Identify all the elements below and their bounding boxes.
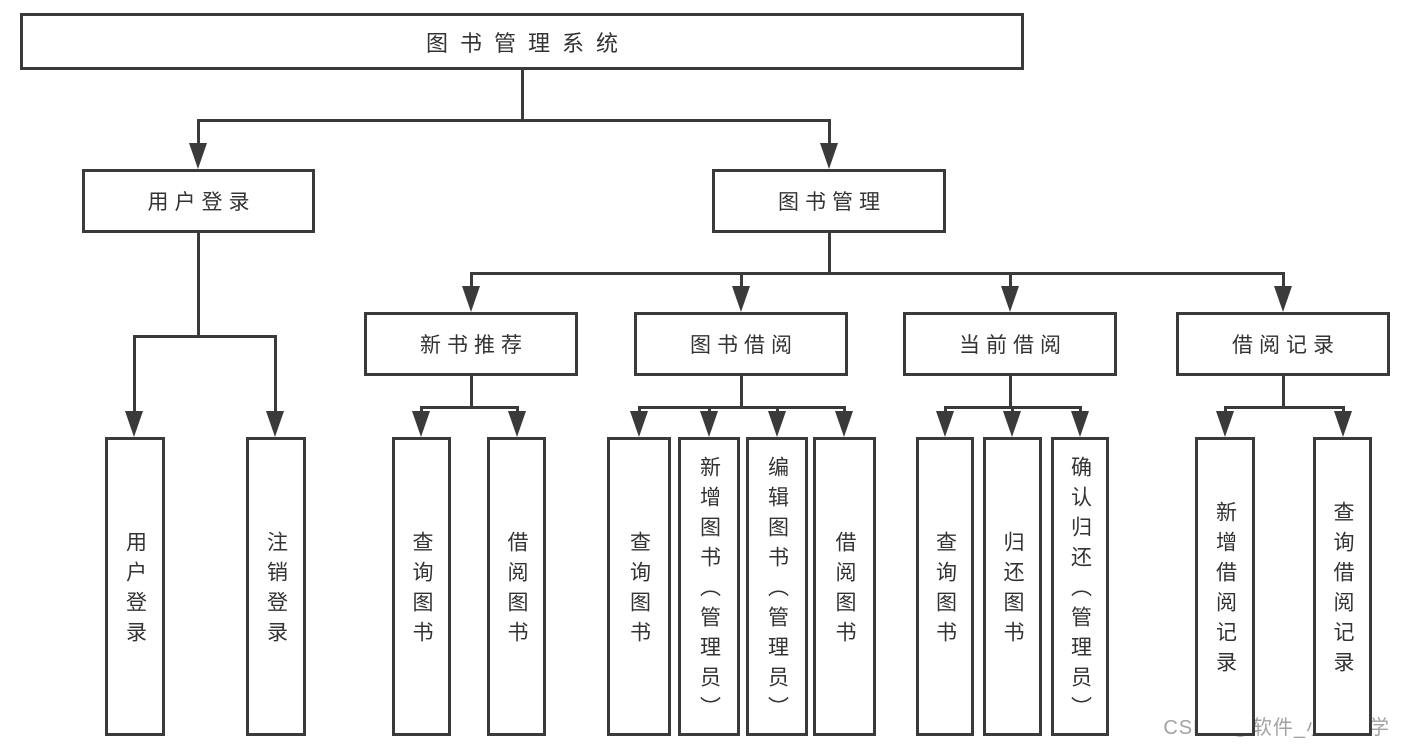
arrowhead-down-icon [508,411,526,437]
connector-drop [196,119,200,149]
connector-drop [739,272,743,292]
arrowhead-down-icon [835,411,853,437]
arrowhead-down-icon [936,411,954,437]
connector-drop [827,119,831,149]
node-label: 查询图书 [410,531,433,651]
node-current-borrow: 当前借阅 [903,312,1117,376]
node-label: 查询图书 [627,531,651,651]
arrowhead-down-icon [412,411,430,437]
node-label: 图书管理 [778,191,886,214]
arrowhead-down-icon [266,411,284,437]
connector-drop [1008,272,1012,292]
node-label: 用户登录 [123,531,147,651]
node-borrow-records: 借阅记录 [1176,312,1390,376]
node-v-bb-edit: 编辑图书（管理员） [746,437,808,736]
connector-drop [469,272,473,292]
node-v-bb-add: 新增图书（管理员） [678,437,740,736]
connector-stem [827,233,831,272]
arrowhead-down-icon [462,286,480,312]
node-label: 归还图书 [1001,531,1024,651]
node-book-mgmt: 图书管理 [712,169,946,233]
node-v-cb-confirm: 确认归还（管理员） [1051,437,1109,736]
node-v-bb-borrow: 借阅图书 [813,437,876,736]
arrowhead-down-icon [820,143,838,169]
connector-drop [132,335,136,417]
node-label: 新增图书（管理员） [697,456,721,726]
arrowhead-down-icon [1001,286,1019,312]
connector-bar [132,335,277,338]
node-label: 图书借阅 [690,334,798,357]
connector-bar [469,272,1285,275]
connector-bar [637,406,846,409]
arrowhead-down-icon [1334,411,1352,437]
node-book-borrow: 图书借阅 [634,312,848,376]
arrowhead-down-icon [1003,411,1021,437]
arrowhead-down-icon [189,143,207,169]
node-root: 图书管理系统 [20,13,1024,70]
connector-bar [1223,406,1345,409]
arrowhead-down-icon [1216,411,1234,437]
connector-stem [1281,376,1285,406]
node-label: 借阅图书 [505,531,528,651]
connector-stem [739,376,743,406]
node-label: 借阅图书 [833,531,856,651]
connector-stem [196,233,200,335]
connector-bar [196,119,831,122]
arrowhead-down-icon [768,411,786,437]
node-user-login: 用户登录 [82,169,315,233]
node-v-rec-query: 查询图书 [392,437,451,736]
node-v-logout: 注销登录 [246,437,306,736]
node-v-br-query: 查询借阅记录 [1313,437,1372,736]
node-v-br-add: 新增借阅记录 [1195,437,1255,736]
node-v-login: 用户登录 [105,437,165,736]
node-label: 当前借阅 [959,334,1067,357]
connector-stem [469,376,473,406]
node-label: 借阅记录 [1232,334,1340,357]
node-label: 用户登录 [147,191,256,214]
node-v-rec-borrow: 借阅图书 [487,437,546,736]
arrowhead-down-icon [732,286,750,312]
node-v-cb-return: 归还图书 [983,437,1042,736]
node-label: 新书推荐 [420,334,528,357]
node-label: 新增借阅记录 [1213,501,1237,681]
node-label: 编辑图书（管理员） [765,456,789,726]
node-label: 注销登录 [264,531,288,651]
node-label: 查询图书 [933,531,957,651]
arrowhead-down-icon [1274,286,1292,312]
node-v-cb-query: 查询图书 [916,437,974,736]
connector-drop [1281,272,1285,292]
arrowhead-down-icon [1071,411,1089,437]
node-v-bb-query: 查询图书 [607,437,671,736]
node-label: 查询借阅记录 [1331,501,1354,681]
connector-stem [520,70,524,119]
arrowhead-down-icon [700,411,718,437]
node-new-book-rec: 新书推荐 [364,312,578,376]
arrowhead-down-icon [125,411,143,437]
node-label: 图书管理系统 [425,30,630,56]
node-label: 确认归还（管理员） [1068,456,1092,726]
arrowhead-down-icon [630,411,648,437]
connector-bar [419,406,519,409]
connector-drop [273,335,277,417]
connector-stem [1008,376,1012,406]
